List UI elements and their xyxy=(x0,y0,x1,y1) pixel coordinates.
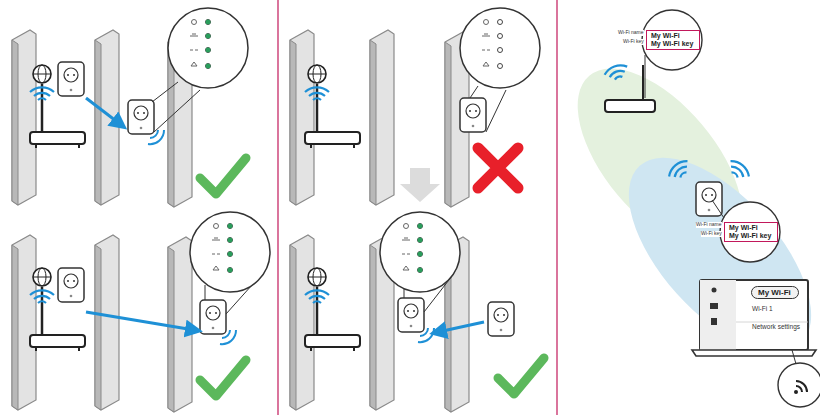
text-label: Wi-Fi key xyxy=(701,231,722,237)
text-label: Wi-Fi name xyxy=(618,30,644,36)
text-label: Wi-Fi 1 xyxy=(752,305,773,312)
box-text: My Wi-Fi xyxy=(758,288,792,297)
box-text: My Wi-Fi xyxy=(651,32,695,40)
text-label: Wi-Fi name xyxy=(696,222,722,228)
text-label: Wi-Fi key xyxy=(623,39,644,45)
wifi-info-box: My Wi-Fi xyxy=(751,286,799,299)
wifi-info-box: My Wi-FiMy Wi-Fi key xyxy=(646,30,700,50)
box-text: My Wi-Fi key xyxy=(651,40,695,48)
box-text: My Wi-Fi key xyxy=(729,232,773,240)
box-text: My Wi-Fi xyxy=(729,224,773,232)
text-label: Network settings xyxy=(752,323,800,330)
wifi-info-box: My Wi-FiMy Wi-Fi key xyxy=(724,222,778,242)
